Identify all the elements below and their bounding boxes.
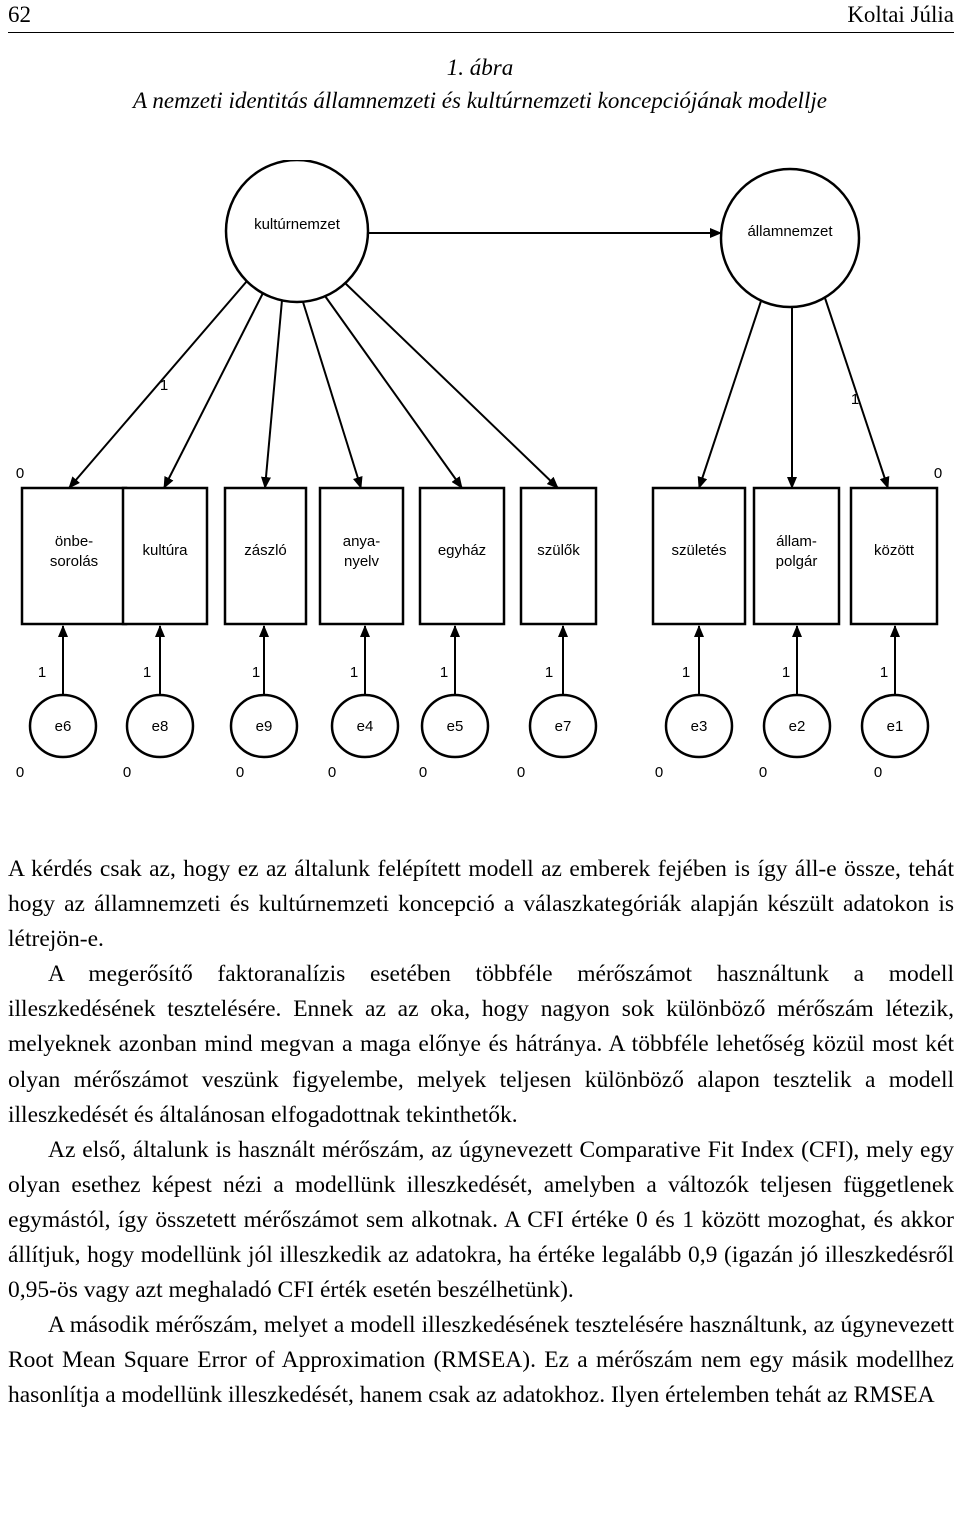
error-term: [860, 693, 930, 759]
error-mean-label: 0: [517, 764, 525, 781]
error-term: [125, 693, 195, 759]
indicator-label: kultúra: [142, 542, 188, 559]
error-label: e9: [256, 718, 273, 735]
indicator-label: anya-: [343, 533, 381, 550]
error-path-label: 1: [682, 664, 690, 681]
error-label: e7: [555, 718, 572, 735]
error-path-label: 1: [252, 664, 260, 681]
indicator-label: születés: [671, 542, 726, 559]
error-term: [664, 693, 734, 759]
latent-label: államnemzet: [747, 223, 833, 240]
error-label: e5: [447, 718, 464, 735]
error-label: e8: [152, 718, 169, 735]
loading-label: 1: [851, 391, 859, 408]
indicator-box: [418, 486, 506, 626]
indicator-box: [519, 486, 598, 626]
page-header: 62 Koltai Júlia: [8, 0, 954, 33]
paragraph: A második mérőszám, melyet a modell ille…: [8, 1312, 954, 1409]
paragraph: Az első, általunk is használt mérőszám, …: [8, 1136, 954, 1304]
latent-kulturnemzet: kultúrnemzet: [224, 160, 370, 304]
indicator-label: nyelv: [344, 553, 380, 570]
indicator-label: önbe-: [55, 533, 93, 550]
error-term: [762, 693, 832, 759]
indicator-label: szülők: [537, 542, 580, 559]
indicator-label: sorolás: [50, 553, 98, 570]
loading-label: 1: [160, 377, 168, 394]
error-mean-label: 0: [123, 764, 131, 781]
error-path-label: 1: [350, 664, 358, 681]
error-term: [28, 693, 98, 759]
error-path-label: 1: [38, 664, 46, 681]
error-label: e6: [55, 718, 72, 735]
indicator-label: között: [874, 542, 915, 559]
indicator-label: egyház: [438, 542, 486, 559]
error-mean-label: 0: [759, 764, 767, 781]
error-mean-label: 0: [419, 764, 427, 781]
figure-number: 1. ábra: [446, 55, 514, 80]
latent-allamnemzet: államnemzet: [719, 167, 861, 309]
error-term: [420, 693, 490, 759]
error-mean-label: 0: [874, 764, 882, 781]
figure-title: A nemzeti identitás államnemzeti és kult…: [133, 88, 827, 113]
indicator-group: önbe-sorolás e6 1 0 kultúra e8 1 0 zászló e9 1 0 any…: [16, 486, 939, 781]
loading-arrows: [68, 280, 890, 489]
error-term: [229, 693, 299, 759]
indicator-box: [20, 486, 128, 626]
error-label: e4: [357, 718, 374, 735]
error-path-label: 1: [143, 664, 151, 681]
indicator-box: [121, 486, 209, 626]
variance-label: 0: [16, 465, 24, 482]
error-path-label: 1: [880, 664, 888, 681]
indicator-label: zászló: [244, 542, 287, 559]
body-text: A kérdés csak az, hogy ez az általunk fe…: [8, 852, 954, 1414]
indicator-box: [651, 486, 747, 626]
error-label: e3: [691, 718, 708, 735]
indicator-label: állam-: [776, 533, 817, 550]
paragraph: A megerősítő faktoranalízis esetében töb…: [8, 961, 954, 1128]
error-term: [528, 693, 598, 759]
latent-label: kultúrnemzet: [254, 216, 341, 233]
running-head-author: Koltai Júlia: [847, 2, 954, 27]
paragraph: A kérdés csak az, hogy ez az általunk fe…: [8, 856, 954, 953]
error-mean-label: 0: [236, 764, 244, 781]
indicator-box: [318, 486, 405, 626]
error-path-label: 1: [440, 664, 448, 681]
sem-diagram: kultúrnemzet államnemzet 1 1 0 0 önbe-so…: [16, 160, 942, 781]
indicator-box: [849, 486, 939, 626]
error-label: e1: [887, 718, 904, 735]
header-rule: [8, 32, 954, 33]
error-mean-label: 0: [16, 764, 24, 781]
variance-label: 0: [934, 465, 942, 482]
error-term: [330, 693, 400, 759]
error-path-label: 1: [782, 664, 790, 681]
indicator-box: [223, 486, 308, 626]
indicator-label: polgár: [776, 553, 818, 570]
error-mean-label: 0: [328, 764, 336, 781]
error-mean-label: 0: [655, 764, 663, 781]
indicator-box: [752, 486, 841, 626]
error-label: e2: [789, 718, 806, 735]
page-number: 62: [8, 2, 31, 27]
error-path-label: 1: [545, 664, 553, 681]
